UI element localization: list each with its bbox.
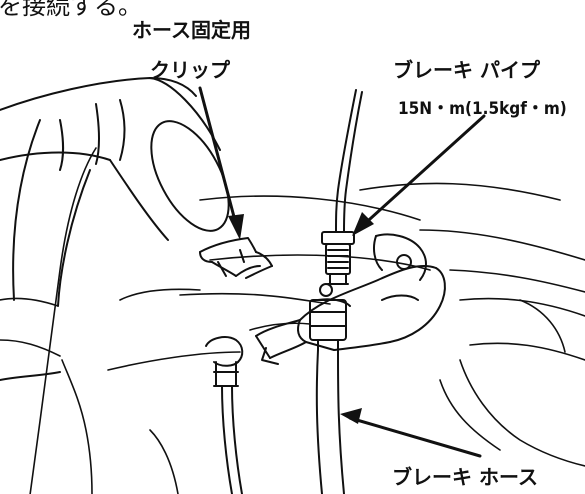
hose-clip-label-line1: ホース固定用 bbox=[132, 18, 251, 42]
brake-hose-fitting bbox=[205, 299, 347, 387]
hose-clip-label-line2: クリップ bbox=[150, 58, 230, 82]
hose-arrow-head bbox=[340, 408, 362, 424]
brake-pipe-flare-nut bbox=[321, 231, 355, 285]
clip-arrow-head bbox=[228, 214, 244, 240]
pipe-arrow-head bbox=[352, 212, 374, 236]
clip-leader-line bbox=[198, 86, 240, 234]
brake-hose bbox=[221, 349, 345, 494]
brake-hose-label: ブレーキ ホース bbox=[392, 465, 538, 489]
cut-off-instruction-text: を接続する。 bbox=[0, 0, 142, 20]
brake-pipe bbox=[335, 89, 363, 233]
hose-fixing-clip bbox=[199, 237, 273, 279]
torque-spec-label: 15N・m(1.5kgf・m) bbox=[398, 99, 567, 119]
brake-pipe-label: ブレーキ パイプ bbox=[393, 58, 540, 82]
hose-leader-line bbox=[348, 416, 482, 458]
leader-arrows bbox=[198, 86, 486, 458]
background-structure bbox=[0, 147, 585, 494]
arrow-heads bbox=[228, 212, 374, 424]
pipe-leader-line bbox=[358, 114, 486, 230]
